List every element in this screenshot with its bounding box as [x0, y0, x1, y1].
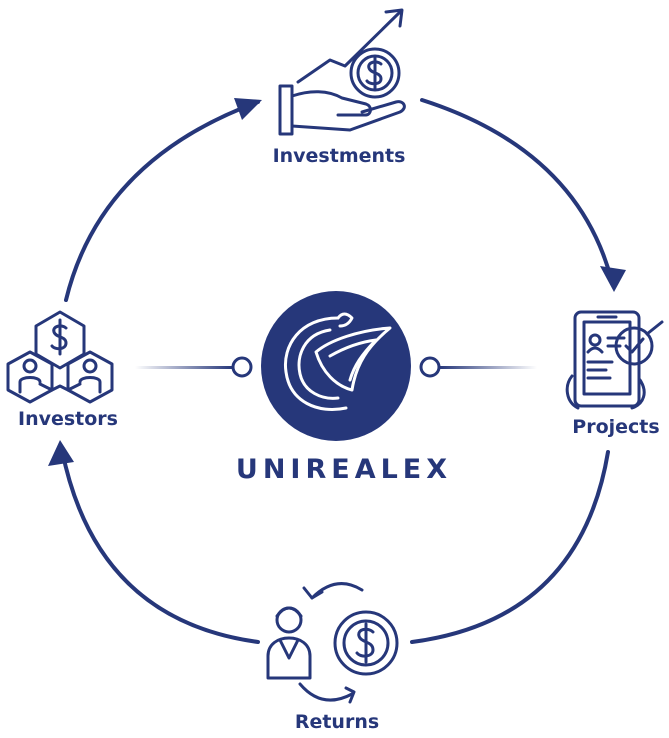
arc-investments-to-projects	[420, 98, 614, 284]
tablet-checklist-approved-icon	[565, 310, 664, 410]
arc-projects-to-returns	[410, 450, 610, 644]
label-projects: Projects	[572, 416, 659, 438]
investors-handshake-dollar-icon	[6, 310, 114, 404]
arrowhead-projects	[600, 266, 626, 292]
arrowhead-investors	[48, 440, 74, 466]
label-investors: Investors	[18, 408, 118, 430]
label-returns: Returns	[295, 711, 379, 733]
unirealex-logo	[261, 291, 411, 441]
arc-returns-to-investors	[60, 448, 260, 644]
person-coin-exchange-icon	[266, 582, 399, 704]
label-investments: Investments	[273, 145, 406, 167]
left-connector	[135, 356, 253, 378]
hand-holding-coin-growth-icon	[278, 8, 406, 136]
arrowhead-investments	[234, 98, 262, 120]
arc-investors-to-investments	[64, 100, 260, 302]
brand-name: UNIREALEX	[236, 454, 452, 485]
right-connector	[419, 356, 537, 378]
